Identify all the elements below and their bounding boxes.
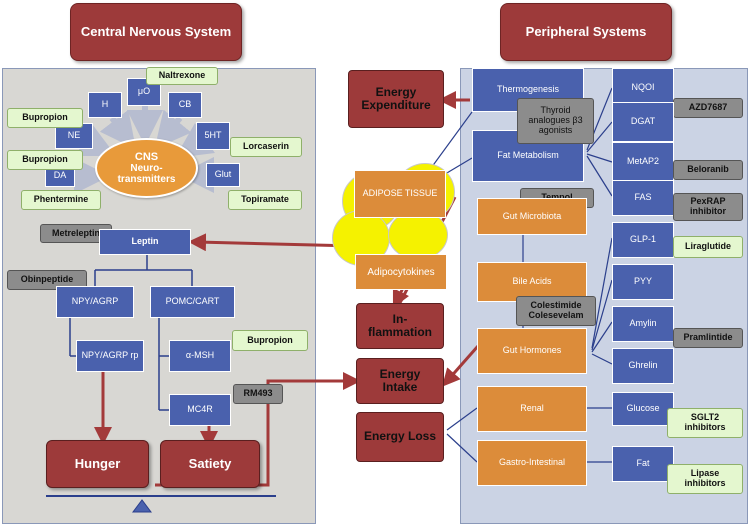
- drug-lipase-inhibitors: Lipase inhibitors: [667, 464, 743, 494]
- drug-sglt2-inhibitors: SGLT2 inhibitors: [667, 408, 743, 438]
- drug-pexrap-inhibitor: PexRAP inhibitor: [673, 193, 743, 221]
- node-cb: CB: [168, 92, 202, 118]
- leptin-box: Leptin: [99, 229, 191, 255]
- drug-obinpeptide: Obinpeptide: [7, 270, 87, 290]
- energy-loss-box: Energy Loss: [356, 412, 444, 462]
- glp1-box: GLP-1: [612, 222, 674, 258]
- drug-lorcaserin: Lorcaserin: [230, 137, 302, 157]
- energy-expenditure-box: Energy Expenditure: [348, 70, 444, 128]
- satiety-box: Satiety: [160, 440, 260, 488]
- peripheral-header: Peripheral Systems: [500, 3, 672, 61]
- renal-box: Renal: [477, 386, 587, 432]
- cns-label: CNS: [134, 150, 159, 163]
- inflammation-box: In-flammation: [356, 303, 444, 349]
- balance-fulcrum: [132, 499, 152, 513]
- drug-liraglutide: Liraglutide: [673, 236, 743, 258]
- npy-agrp-box: NPY/AGRP: [56, 286, 134, 318]
- adipocyte-4: [388, 210, 448, 260]
- thyroid-analogues-box: Thyroid analogues β3 agonists: [517, 98, 594, 144]
- neurotransmitters-label: Neuro-transmitters: [117, 163, 176, 186]
- npy-agrp-rp-box: NPY/AGRP rp: [76, 340, 144, 372]
- node-h: H: [88, 92, 122, 118]
- drug-topiramate: Topiramate: [228, 190, 302, 210]
- pomc-cart-box: POMC/CART: [150, 286, 235, 318]
- hunger-box: Hunger: [46, 440, 149, 488]
- fat-box: Fat: [612, 446, 674, 482]
- drug-bupropion-1: Bupropion: [7, 108, 83, 128]
- glucose-box: Glucose: [612, 392, 674, 426]
- drug-bupropion-3: Bupropion: [232, 330, 308, 351]
- alpha-msh-box: α-MSH: [169, 340, 231, 372]
- fas-box: FAS: [612, 180, 674, 216]
- gastro-intestinal-box: Gastro-Intestinal: [477, 440, 587, 486]
- drug-colestimide-colesevelam: Colestimide Colesevelam: [516, 296, 596, 326]
- dgat-box: DGAT: [612, 102, 674, 142]
- drug-beloranib: Beloranib: [673, 160, 743, 180]
- drug-azd7687: AZD7687: [673, 98, 743, 118]
- node-glut: Glut: [206, 163, 240, 187]
- adipocytokines-box: Adipocytokines: [355, 254, 447, 290]
- energy-intake-box: Energy Intake: [356, 358, 444, 404]
- bile-acids-box: Bile Acids: [477, 262, 587, 302]
- pyy-box: PYY: [612, 264, 674, 300]
- mc4r-box: MC4R: [169, 394, 231, 426]
- node-5ht: 5HT: [196, 122, 230, 150]
- node-da: DA: [45, 165, 75, 187]
- ghrelin-box: Ghrelin: [612, 348, 674, 384]
- gut-hormones-box: Gut Hormones: [477, 328, 587, 374]
- cns-neurotransmitters-ellipse: CNS Neuro-transmitters: [95, 138, 198, 198]
- leptin-tree: [69, 254, 193, 411]
- gut-microbiota-box: Gut Microbiota: [477, 198, 587, 235]
- drug-phentermine: Phentermine: [21, 190, 101, 210]
- metap2-box: MetAP2: [612, 142, 674, 182]
- drug-naltrexone: Naltrexone: [146, 67, 218, 85]
- amylin-box: Amylin: [612, 306, 674, 342]
- cns-header: Central Nervous System: [70, 3, 242, 61]
- adipose-tissue-box: ADIPOSE TISSUE: [354, 170, 446, 218]
- drug-pramlintide: Pramlintide: [673, 328, 743, 348]
- drug-rm493: RM493: [233, 384, 283, 404]
- drug-bupropion-2: Bupropion: [7, 150, 83, 170]
